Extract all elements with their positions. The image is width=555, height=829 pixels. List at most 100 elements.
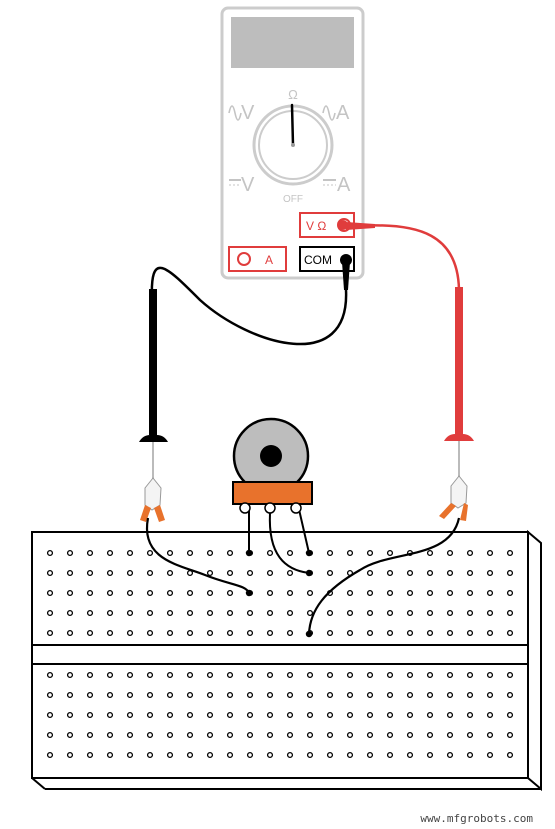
breadboard-hole: [146, 589, 154, 597]
black-probe-handle: [149, 289, 157, 435]
ac-voltage-label: V: [241, 102, 255, 124]
breadboard-hole: [306, 671, 314, 679]
breadboard-hole: [426, 589, 434, 597]
breadboard-hole: [306, 609, 314, 617]
breadboard-hole: [286, 589, 294, 597]
red-lead-wire: [356, 224, 461, 291]
breadboard-hole: [346, 609, 354, 617]
breadboard-hole: [66, 671, 74, 679]
breadboard-hole: [66, 549, 74, 557]
red-probe: [338, 220, 474, 478]
breadboard-hole: [426, 751, 434, 759]
breadboard-hole: [286, 629, 294, 637]
red-plug-head: [338, 220, 348, 230]
red-plug-body: [346, 222, 375, 230]
amp-jack: [237, 252, 251, 266]
breadboard-hole: [246, 671, 254, 679]
breadboard-hole: [386, 629, 394, 637]
breadboard-hole: [266, 711, 274, 719]
breadboard-hole: [286, 609, 294, 617]
breadboard-hole: [506, 629, 514, 637]
breadboard-hole: [126, 549, 134, 557]
breadboard-hole: [446, 711, 454, 719]
breadboard-hole: [326, 549, 334, 557]
pot-body: [232, 481, 313, 505]
breadboard-hole: [466, 671, 474, 679]
breadboard-hole: [146, 671, 154, 679]
breadboard-hole: [446, 671, 454, 679]
ohm-label: Ω: [288, 87, 298, 102]
breadboard-hole: [126, 589, 134, 597]
pot-shaft: [260, 445, 282, 467]
ac-wave-icon: [322, 105, 336, 121]
breadboard-hole: [126, 751, 134, 759]
breadboard-hole: [366, 671, 374, 679]
com-port-label: COM: [304, 253, 332, 267]
breadboard-hole: [146, 609, 154, 617]
breadboard-hole: [126, 629, 134, 637]
breadboard-hole: [286, 549, 294, 557]
pot-terminal: [290, 502, 302, 514]
breadboard-hole: [306, 731, 314, 739]
breadboard-hole: [306, 751, 314, 759]
breadboard-hole: [506, 711, 514, 719]
breadboard-hole: [246, 569, 254, 577]
breadboard-hole: [186, 549, 194, 557]
breadboard-hole: [366, 589, 374, 597]
amp-port[interactable]: [228, 246, 287, 272]
breadboard-hole: [66, 711, 74, 719]
black-clip-jumper: [145, 517, 251, 594]
breadboard-hole: [106, 711, 114, 719]
breadboard-hole: [346, 731, 354, 739]
breadboard-hole: [306, 691, 314, 699]
breadboard-hole: [506, 609, 514, 617]
breadboard-hole: [446, 549, 454, 557]
red-alligator-clip: [439, 475, 468, 521]
breadboard-hole: [266, 691, 274, 699]
breadboard-hole: [506, 569, 514, 577]
red-probe-handle: [455, 287, 463, 435]
black-alligator-clip: [140, 477, 165, 522]
breadboard-hole: [326, 691, 334, 699]
amp-port-label: A: [265, 253, 273, 267]
breadboard-hole: [106, 589, 114, 597]
breadboard-hole: [146, 569, 154, 577]
breadboard-holes: [46, 549, 514, 759]
breadboard-hole: [466, 569, 474, 577]
off-label: OFF: [283, 194, 303, 205]
black-probe-guard: [139, 435, 168, 442]
jumper-wires: [145, 512, 461, 635]
breadboard-hole: [466, 711, 474, 719]
breadboard-hole: [166, 609, 174, 617]
breadboard-hole: [66, 691, 74, 699]
breadboard-hole: [246, 629, 254, 637]
breadboard-hole: [246, 609, 254, 617]
breadboard-hole: [46, 589, 54, 597]
breadboard-hole: [46, 751, 54, 759]
breadboard-hole: [286, 731, 294, 739]
breadboard-hole: [86, 609, 94, 617]
breadboard-hole: [226, 711, 234, 719]
multimeter: Ω V A V A OFF V Ω A COM: [220, 6, 365, 280]
breadboard-hole: [406, 731, 414, 739]
dc-symbol-icon: [323, 179, 336, 186]
breadboard-hole: [206, 629, 214, 637]
breadboard-hole: [126, 609, 134, 617]
breadboard-hole: [186, 609, 194, 617]
breadboard-hole: [386, 549, 394, 557]
breadboard-hole: [186, 711, 194, 719]
breadboard-hole: [166, 629, 174, 637]
breadboard-hole: [406, 751, 414, 759]
breadboard-hole: [146, 629, 154, 637]
breadboard-hole: [386, 691, 394, 699]
breadboard-hole: [486, 751, 494, 759]
breadboard-hole: [186, 731, 194, 739]
breadboard-hole: [106, 609, 114, 617]
breadboard-hole: [406, 629, 414, 637]
breadboard-hole: [46, 629, 54, 637]
breadboard-hole: [266, 731, 274, 739]
breadboard-hole: [386, 671, 394, 679]
breadboard-hole: [166, 691, 174, 699]
breadboard-hole: [226, 549, 234, 557]
breadboard-hole: [206, 671, 214, 679]
